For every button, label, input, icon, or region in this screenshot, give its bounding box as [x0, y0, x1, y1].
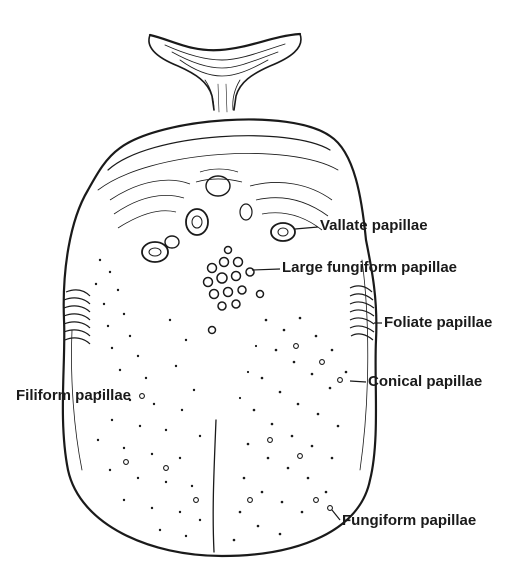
fungiform-papillae-dots — [124, 344, 343, 511]
vallate-papillae — [142, 176, 295, 262]
large-fungiform-cluster — [204, 247, 264, 334]
papillae-stipple — [95, 259, 348, 542]
label-foliate-papillae: Foliate papillae — [384, 314, 492, 332]
leader-vallate — [295, 227, 318, 229]
epiglottis — [149, 34, 301, 112]
foliate-ridges-left — [64, 290, 90, 344]
label-conical-papillae: Conical papillae — [368, 373, 482, 391]
label-fungiform-papillae: Fungiform papillae — [342, 512, 476, 530]
leader-fungiform — [332, 510, 340, 520]
leader-conical — [350, 381, 366, 382]
leader-large-fungiform — [252, 269, 280, 270]
foliate-ridges-right — [350, 286, 374, 340]
label-filiform-papillae: Filiform papillae — [16, 387, 131, 405]
label-large-fungiform-papillae: Large fungiform papillae — [282, 259, 457, 277]
root-ridges — [110, 169, 332, 230]
tongue-outline — [63, 119, 377, 556]
label-vallate-papillae: Vallate papillae — [320, 217, 428, 235]
